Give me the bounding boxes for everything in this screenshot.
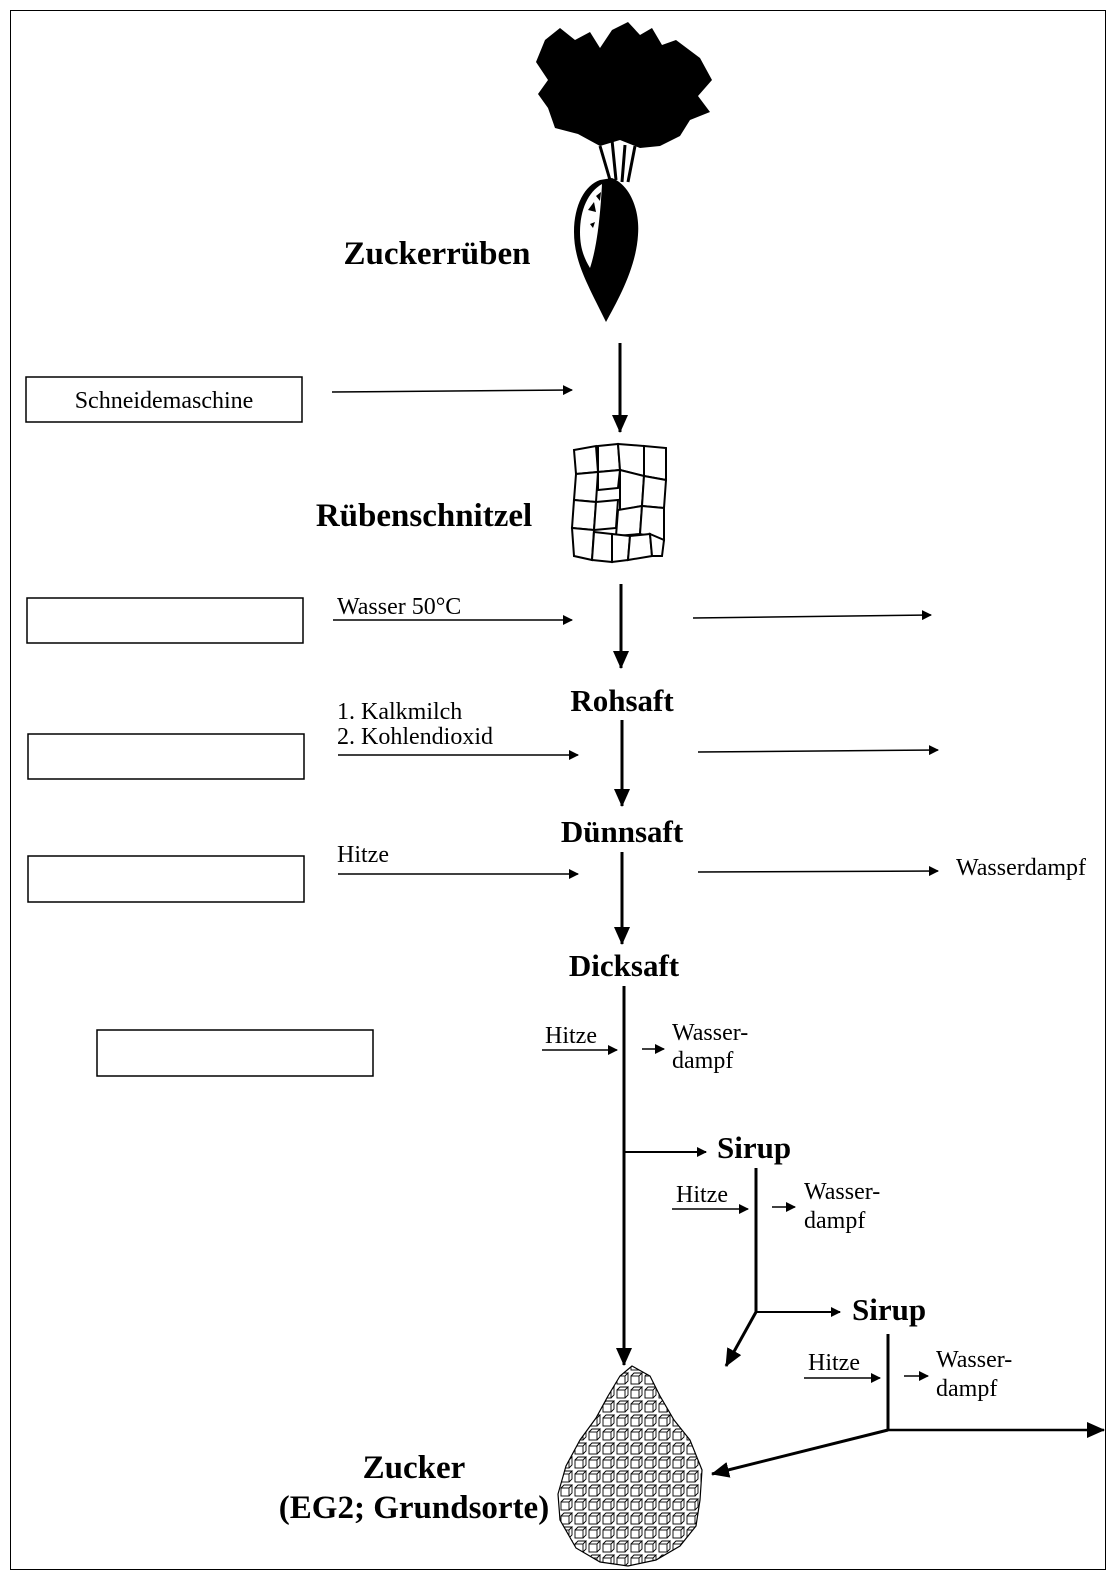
arrow-output-1 <box>692 610 932 621</box>
output-wasserdampf-3-line2: dampf <box>804 1208 865 1234</box>
arrow-sirup-2-to-zucker <box>711 1428 889 1478</box>
box-label-schneidemaschine: Schneidemaschine <box>75 388 254 414</box>
sugar-crystals-icon <box>557 1365 703 1567</box>
input-hitze-4: Hitze <box>808 1350 860 1376</box>
input-hitze-3: Hitze <box>676 1182 728 1208</box>
stage-zucker-line1: Zucker <box>363 1450 466 1486</box>
stage-zucker-line2: (EG2; Grundsorte) <box>279 1490 549 1526</box>
output-wasserdampf-3-line1: Wasser- <box>804 1179 880 1205</box>
arrow-output-2 <box>697 745 939 756</box>
page-frame <box>10 10 1106 1570</box>
stage-rohsaft: Rohsaft <box>570 683 674 718</box>
output-wasserdampf-4-line2: dampf <box>936 1376 997 1402</box>
stage-sirup-1: Sirup <box>717 1130 791 1165</box>
box-2-blank <box>26 597 304 644</box>
output-wasserdampf-2-line2: dampf <box>672 1048 733 1074</box>
input-kalkmilch: 1. Kalkmilch <box>337 699 462 725</box>
box-5-blank <box>96 1029 374 1077</box>
input-hitze-1: Hitze <box>337 842 389 868</box>
arrow-output-wasserdampf-1 <box>697 866 939 877</box>
stage-ruebenschnitzel: Rübenschnitzel <box>316 498 532 534</box>
stage-dicksaft: Dicksaft <box>569 948 680 983</box>
box-3-blank <box>27 733 305 780</box>
input-wasser: Wasser 50°C <box>337 594 461 620</box>
input-hitze-2: Hitze <box>545 1023 597 1049</box>
stage-sirup-2: Sirup <box>852 1292 926 1327</box>
box-schneidemaschine: Schneidemaschine <box>25 376 303 423</box>
sugar-beet-icon <box>536 22 712 322</box>
box-4-blank <box>27 855 305 903</box>
stage-duennsaft: Dünnsaft <box>561 814 684 849</box>
arrow-sirup-1-to-zucker <box>724 1311 758 1367</box>
input-kohlendioxid: 2. Kohlendioxid <box>337 724 493 750</box>
output-wasserdampf-2-line1: Wasser- <box>672 1020 748 1046</box>
output-wasserdampf-4-line1: Wasser- <box>936 1347 1012 1373</box>
output-wasserdampf-1: Wasserdampf <box>956 855 1086 881</box>
arrow-schneidemaschine <box>331 385 573 396</box>
stage-zuckerrueben: Zuckerrüben <box>343 236 530 272</box>
beet-chips-icon <box>570 442 668 564</box>
